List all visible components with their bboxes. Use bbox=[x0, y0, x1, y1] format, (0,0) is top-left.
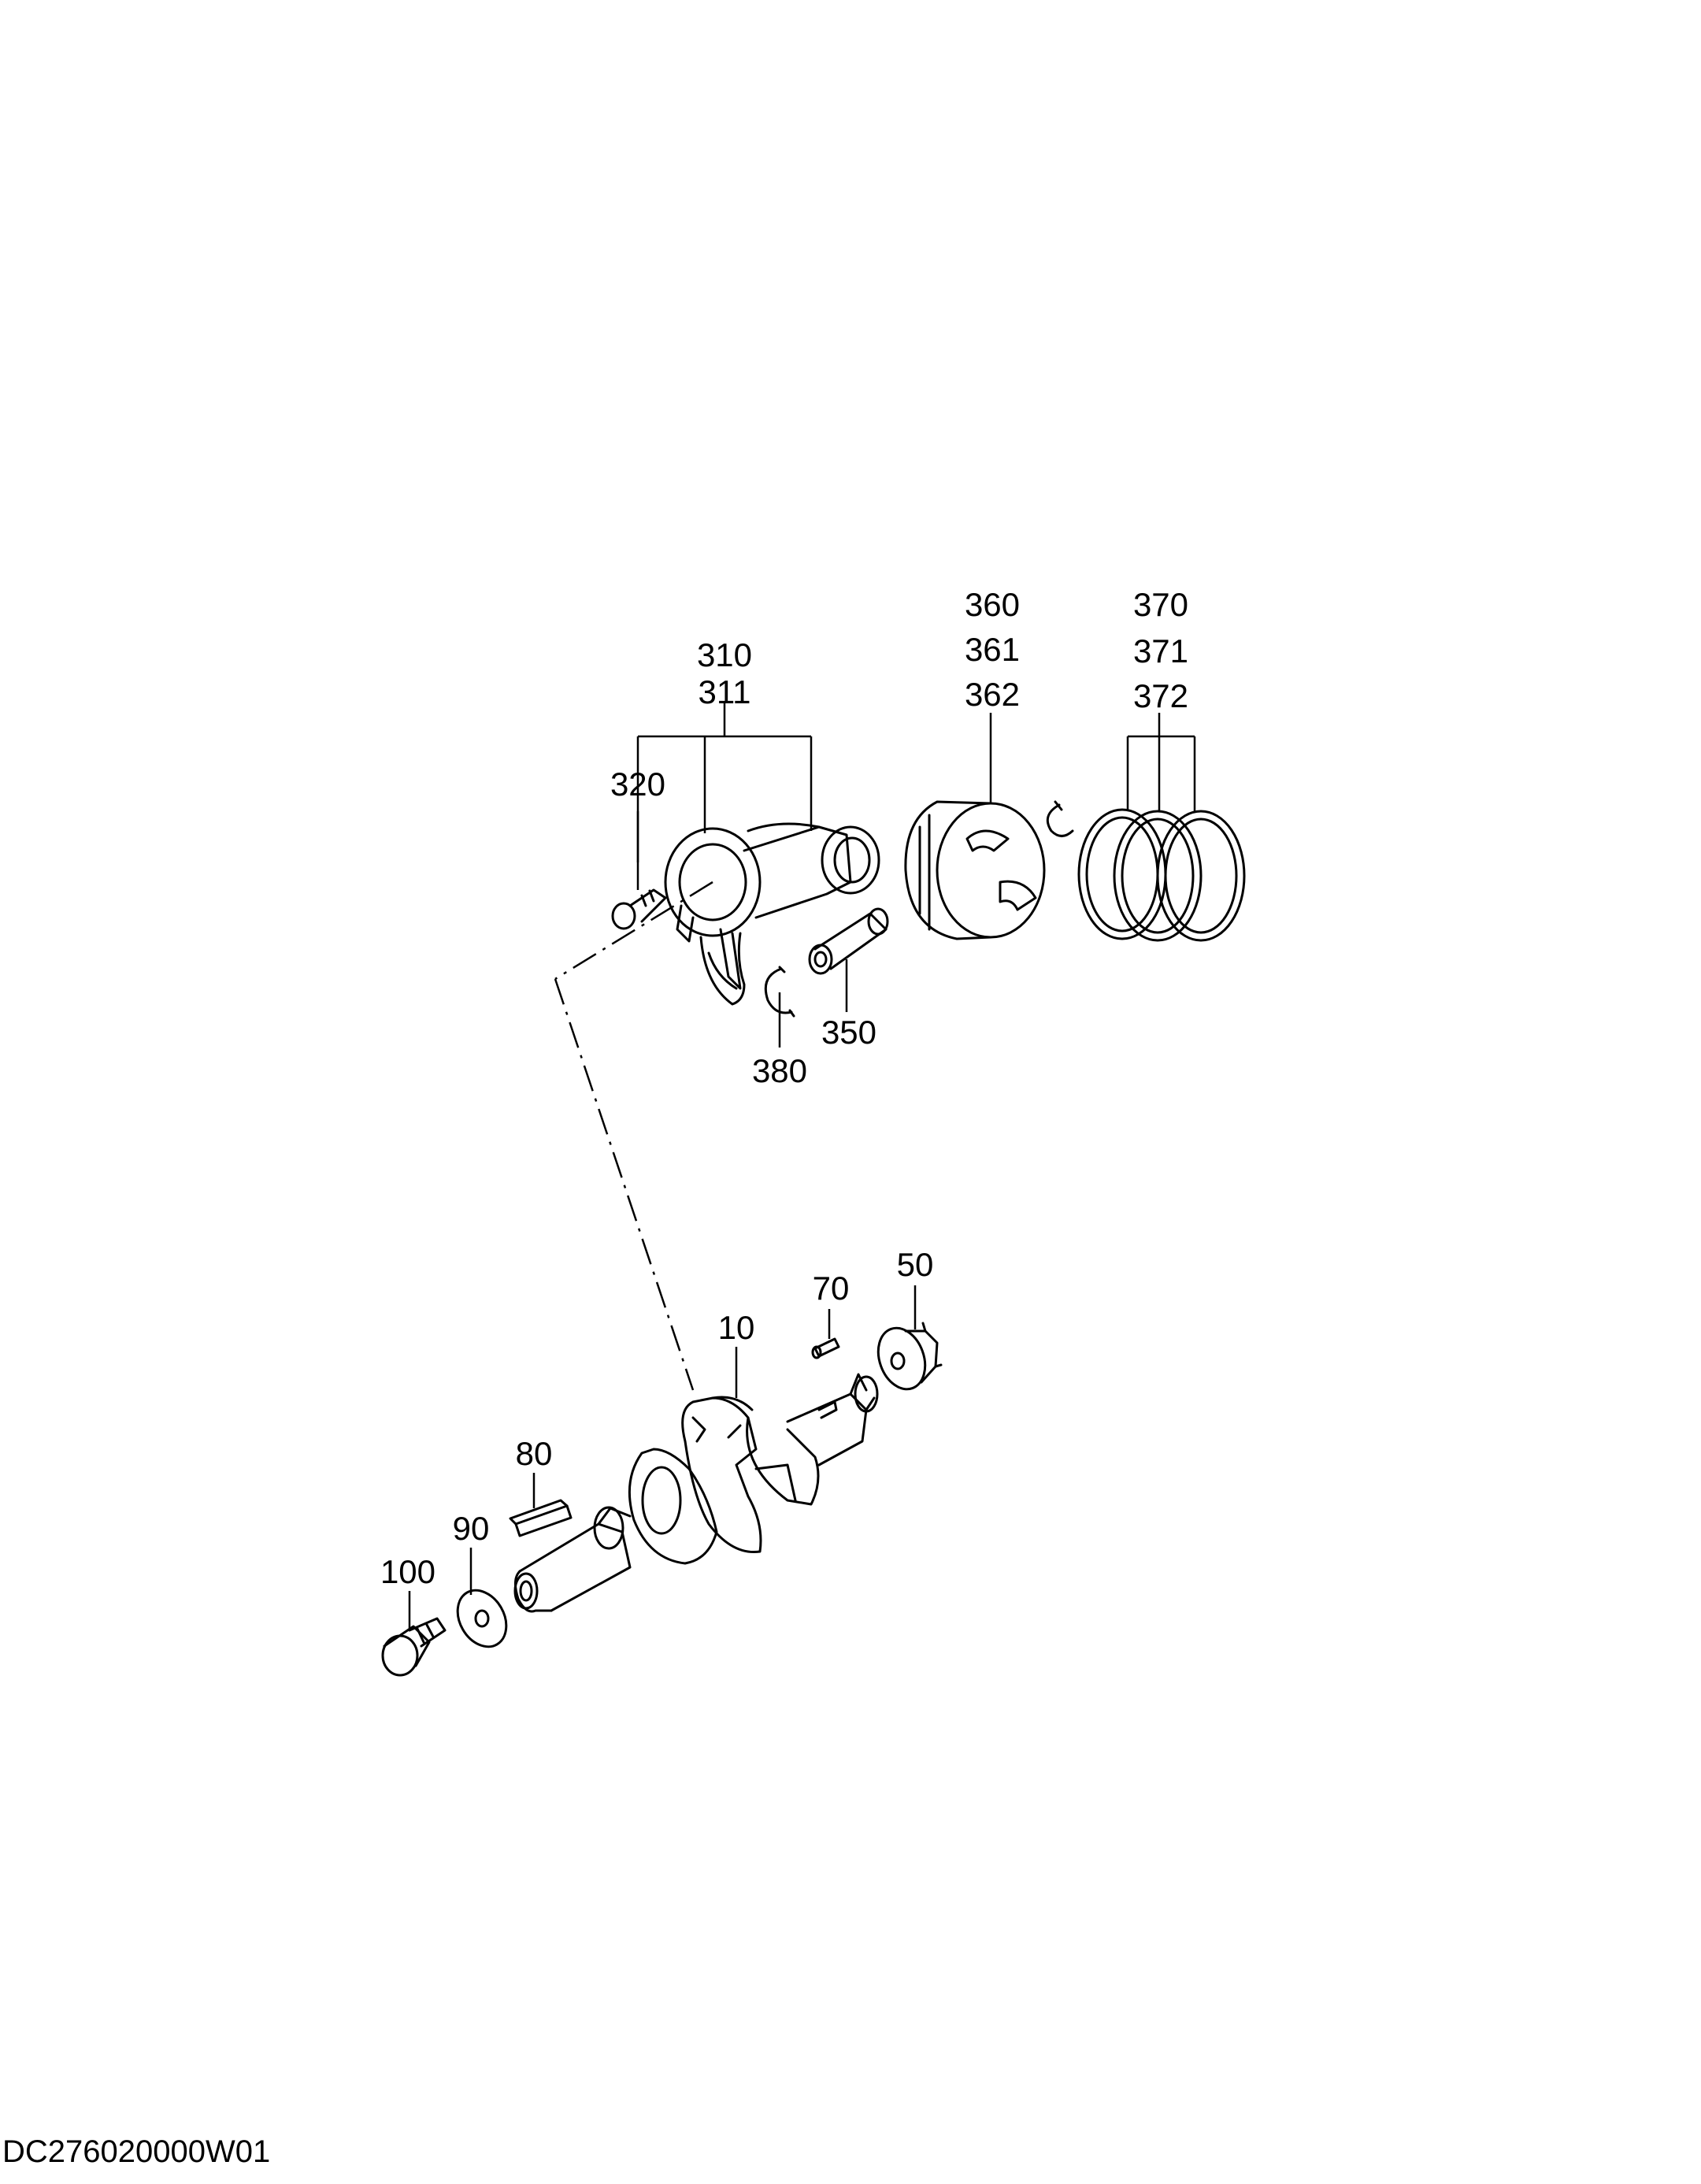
callout-320: 320 bbox=[610, 766, 665, 803]
callout-370: 370 bbox=[1133, 586, 1188, 623]
crankshaft bbox=[513, 1373, 879, 1613]
timing-gear bbox=[876, 1322, 943, 1391]
callout-380: 380 bbox=[752, 1052, 807, 1089]
callout-labels: 310 311 320 360 361 362 370 371 372 350 … bbox=[380, 586, 1188, 1590]
callout-362: 362 bbox=[965, 676, 1020, 713]
piston-clip bbox=[1046, 800, 1074, 837]
callout-360: 360 bbox=[965, 586, 1020, 623]
cap-bolt bbox=[611, 888, 667, 930]
leader-lines bbox=[408, 701, 1196, 1630]
dowel-pin bbox=[811, 1337, 840, 1359]
callout-80: 80 bbox=[516, 1435, 553, 1472]
callout-361: 361 bbox=[965, 631, 1020, 668]
piston bbox=[904, 800, 1046, 940]
callout-50: 50 bbox=[897, 1246, 934, 1283]
snap-ring bbox=[764, 966, 795, 1018]
callout-371: 371 bbox=[1133, 632, 1188, 669]
drawing-code: DC276020000W01 bbox=[2, 2134, 271, 2169]
callout-350: 350 bbox=[821, 1014, 876, 1051]
callout-70: 70 bbox=[813, 1270, 850, 1307]
crank-bolt bbox=[381, 1617, 447, 1677]
callout-372: 372 bbox=[1133, 677, 1188, 714]
washer bbox=[456, 1589, 508, 1648]
callout-310: 310 bbox=[697, 636, 752, 673]
piston-rings bbox=[1077, 808, 1246, 942]
assembly-centerline bbox=[554, 881, 713, 981]
callout-311: 311 bbox=[699, 673, 751, 710]
callout-100: 100 bbox=[380, 1553, 435, 1590]
assembly-centerline-lower bbox=[554, 978, 695, 1391]
callout-10: 10 bbox=[718, 1309, 755, 1346]
woodruff-key bbox=[509, 1499, 573, 1537]
piston-pin bbox=[808, 907, 889, 975]
callout-90: 90 bbox=[453, 1510, 490, 1547]
